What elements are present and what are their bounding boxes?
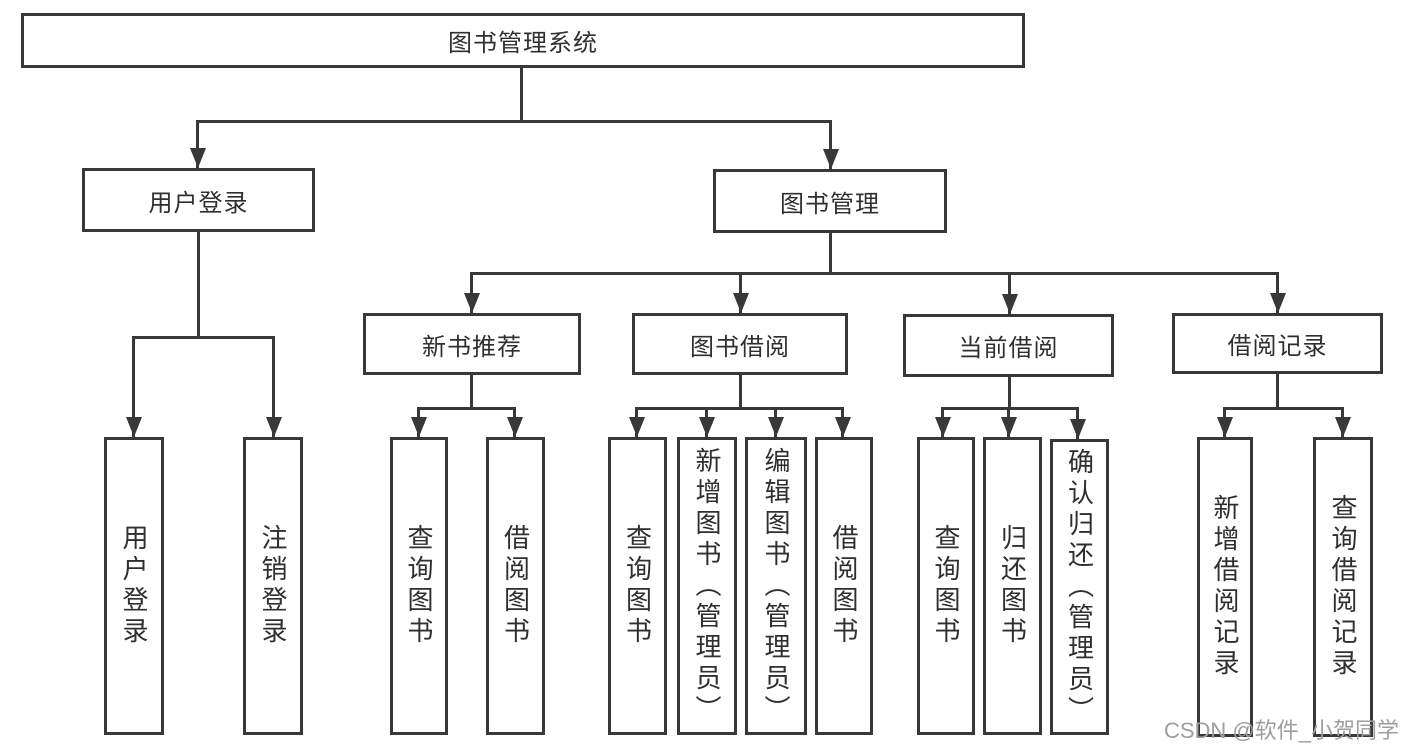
connector-drop-leaf-logout	[272, 336, 275, 437]
connector-user-login-stem	[197, 232, 200, 336]
node-book-management: 图书管理	[713, 169, 947, 233]
leaf-label: 查询图书	[931, 524, 961, 648]
leaf-label: 查询借阅记录	[1328, 494, 1358, 680]
arrow-down-icon	[629, 417, 645, 437]
arrow-down-icon	[699, 417, 715, 437]
arrow-down-icon	[835, 417, 851, 437]
leaf-query-books-current: 查询图书	[917, 437, 975, 735]
connector-drop-book-borrowing	[739, 272, 742, 313]
leaf-add-borrow-record: 新增借阅记录	[1197, 437, 1253, 737]
csdn-watermark: CSDN @软件_小贺同学	[1163, 718, 1399, 743]
connector-drop-book-management	[829, 120, 832, 169]
node-book-borrowing: 图书借阅	[632, 313, 848, 375]
leaf-query-books-recommend: 查询图书	[390, 437, 448, 735]
arrow-down-icon	[1070, 419, 1086, 439]
leaf-label: 注销登录	[258, 524, 288, 648]
arrow-down-icon	[126, 417, 142, 437]
leaf-confirm-return-admin: 确认归还（管理员）	[1050, 439, 1109, 735]
node-borrow-records: 借阅记录	[1172, 313, 1383, 374]
leaf-edit-book-admin: 编辑图书（管理员）	[745, 437, 807, 735]
node-new-book-recommendation: 新书推荐	[363, 313, 581, 375]
leaf-label: 用户登录	[119, 524, 149, 648]
connector-user-login-bar	[133, 336, 275, 339]
leaf-logout: 注销登录	[243, 437, 303, 735]
leaf-borrow-books-recommend: 借阅图书	[486, 437, 545, 735]
leaf-user-login: 用户登录	[104, 437, 164, 735]
arrow-down-icon	[1270, 293, 1286, 313]
connector-book-mgmt-stem	[829, 233, 832, 272]
arrow-down-icon	[823, 149, 839, 169]
arrow-down-icon	[190, 148, 206, 168]
connector-new-book-stem	[470, 375, 473, 407]
connector-borrow-records-bar	[1224, 407, 1344, 410]
connector-book-borrowing-bar	[636, 407, 844, 410]
connector-root-bar	[197, 120, 832, 123]
leaf-borrow-books: 借阅图书	[815, 437, 873, 735]
arrow-down-icon	[507, 417, 523, 437]
leaf-label: 确认归还（管理员）	[1064, 447, 1095, 727]
connector-book-borrowing-stem	[739, 375, 742, 407]
leaf-label: 编辑图书（管理员）	[761, 446, 791, 726]
leaf-label: 借阅图书	[500, 524, 531, 648]
connector-drop-leaf-user-login	[132, 336, 135, 437]
leaf-query-borrow-record: 查询借阅记录	[1313, 437, 1373, 737]
arrow-down-icon	[935, 417, 951, 437]
connector-new-book-bar	[418, 407, 516, 410]
leaf-return-books: 归还图书	[983, 437, 1042, 735]
connector-book-mgmt-bar	[471, 272, 1279, 275]
arrow-down-icon	[464, 293, 480, 313]
node-current-borrowing: 当前借阅	[903, 314, 1114, 377]
arrow-down-icon	[1001, 417, 1017, 437]
leaf-label: 查询图书	[622, 524, 653, 648]
leaf-label: 新增借阅记录	[1210, 494, 1240, 680]
connector-drop-user-login	[196, 120, 199, 168]
leaf-add-book-admin: 新增图书（管理员）	[677, 437, 737, 735]
arrow-down-icon	[1002, 294, 1018, 314]
node-user-login: 用户登录	[82, 168, 315, 232]
leaf-query-books-borrowing: 查询图书	[608, 437, 667, 735]
connector-drop-current-borrowing	[1008, 272, 1011, 314]
node-library-management-system: 图书管理系统	[21, 13, 1025, 68]
connector-root-stem	[520, 68, 523, 120]
arrow-down-icon	[733, 293, 749, 313]
connector-drop-new-book	[470, 272, 473, 313]
leaf-label: 归还图书	[997, 524, 1028, 648]
connector-borrow-records-stem	[1276, 374, 1279, 407]
arrow-down-icon	[1335, 417, 1351, 437]
leaf-label: 借阅图书	[829, 524, 859, 648]
leaf-label: 新增图书（管理员）	[692, 446, 722, 726]
leaf-label: 查询图书	[404, 524, 434, 648]
arrow-down-icon	[266, 417, 282, 437]
connector-drop-borrow-records	[1276, 272, 1279, 313]
arrow-down-icon	[768, 417, 784, 437]
connector-current-borrowing-bar	[942, 407, 1079, 410]
arrow-down-icon	[1217, 417, 1233, 437]
connector-current-borrowing-stem	[1008, 377, 1011, 407]
arrow-down-icon	[411, 417, 427, 437]
